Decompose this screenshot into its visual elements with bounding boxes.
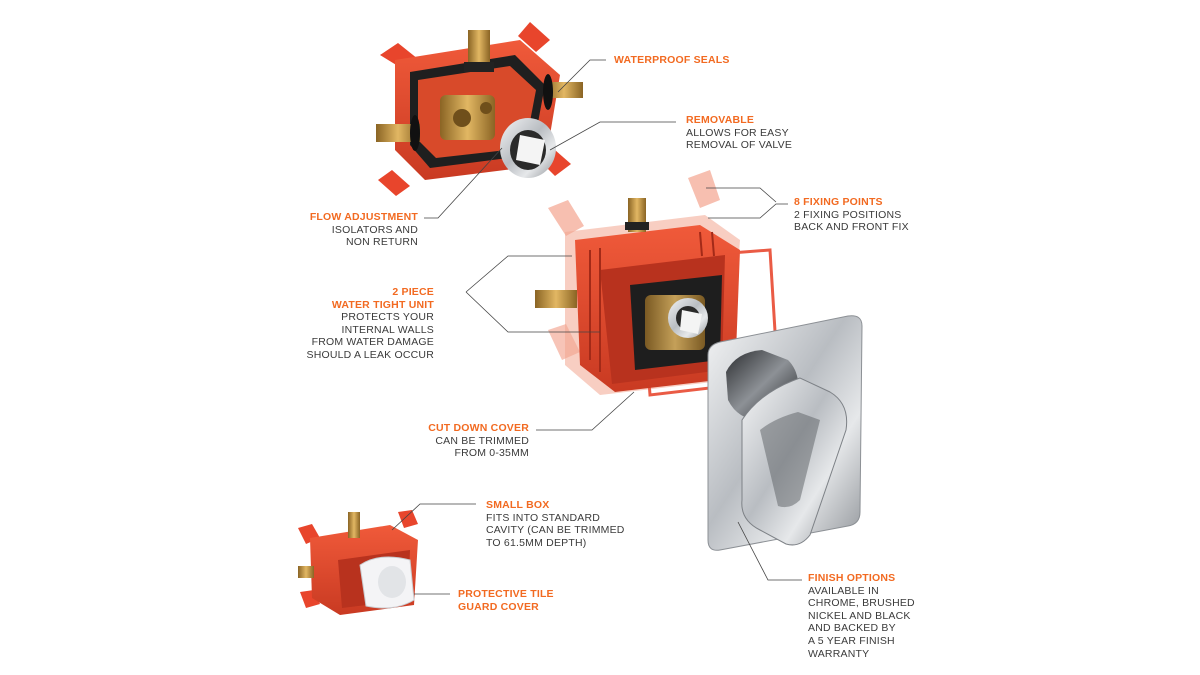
- callout-title: 2 PIECE WATER TIGHT UNIT: [331, 286, 434, 311]
- leader-two-piece-b: [465, 291, 600, 333]
- callout-small-box: SMALL BOX FITS INTO STANDARD CAVITY (CAN…: [486, 499, 625, 549]
- callout-cut-down-cover: CUT DOWN COVER CAN BE TRIMMED FROM 0-35M…: [380, 422, 529, 460]
- valve-body-illustration: [376, 22, 583, 196]
- callout-two-piece-unit: 2 PIECE WATER TIGHT UNIT PROTECTS YOUR I…: [270, 286, 434, 362]
- callout-title: REMOVABLE: [686, 114, 755, 126]
- exploded-box-illustration: [535, 170, 780, 400]
- small-box-illustration: [298, 510, 418, 615]
- callout-title: WATERPROOF SEALS: [614, 54, 730, 66]
- leader-flow-adjustment: [424, 147, 503, 219]
- callout-title: FINISH OPTIONS: [808, 572, 896, 584]
- callout-title: SMALL BOX: [486, 499, 550, 511]
- callout-fixing-points: 8 FIXING POINTS 2 FIXING POSITIONS BACK …: [794, 196, 909, 234]
- trim-plate-illustration: [707, 315, 863, 551]
- callout-title: 8 FIXING POINTS: [794, 196, 883, 208]
- callout-body: AVAILABLE IN CHROME, BRUSHED NICKEL AND …: [808, 584, 915, 660]
- callout-waterproof-seals: WATERPROOF SEALS: [614, 54, 730, 67]
- leader-waterproof-seals: [557, 59, 606, 93]
- callout-flow-adjustment: FLOW ADJUSTMENT ISOLATORS AND NON RETURN: [270, 211, 418, 249]
- leader-cut-down-cover: [536, 391, 635, 431]
- leader-fixing-points-a: [706, 187, 777, 203]
- leader-finish-options: [737, 521, 802, 581]
- callout-title: FLOW ADJUSTMENT: [309, 211, 418, 223]
- leader-removable: [549, 121, 676, 151]
- callout-finish-options: FINISH OPTIONS AVAILABLE IN CHROME, BRUS…: [808, 572, 915, 660]
- callout-title: CUT DOWN COVER: [428, 422, 529, 434]
- callout-body: CAN BE TRIMMED FROM 0-35MM: [435, 434, 529, 460]
- callout-body: PROTECTS YOUR INTERNAL WALLS FROM WATER …: [306, 311, 434, 361]
- leader-fixing-points-b: [708, 203, 788, 219]
- callout-body: ALLOWS FOR EASY REMOVAL OF VALVE: [686, 126, 793, 152]
- callout-tile-guard: PROTECTIVE TILE GUARD COVER: [458, 588, 554, 613]
- callout-body: ISOLATORS AND NON RETURN: [331, 223, 418, 249]
- leader-two-piece-a: [465, 255, 572, 293]
- callout-body: 2 FIXING POSITIONS BACK AND FRONT FIX: [794, 208, 909, 234]
- callout-body: FITS INTO STANDARD CAVITY (CAN BE TRIMME…: [486, 511, 625, 549]
- leader-lines: [391, 59, 802, 595]
- callout-removable: REMOVABLE ALLOWS FOR EASY REMOVAL OF VAL…: [686, 114, 792, 152]
- callout-title: PROTECTIVE TILE GUARD COVER: [458, 588, 554, 613]
- leader-small-box: [391, 503, 476, 531]
